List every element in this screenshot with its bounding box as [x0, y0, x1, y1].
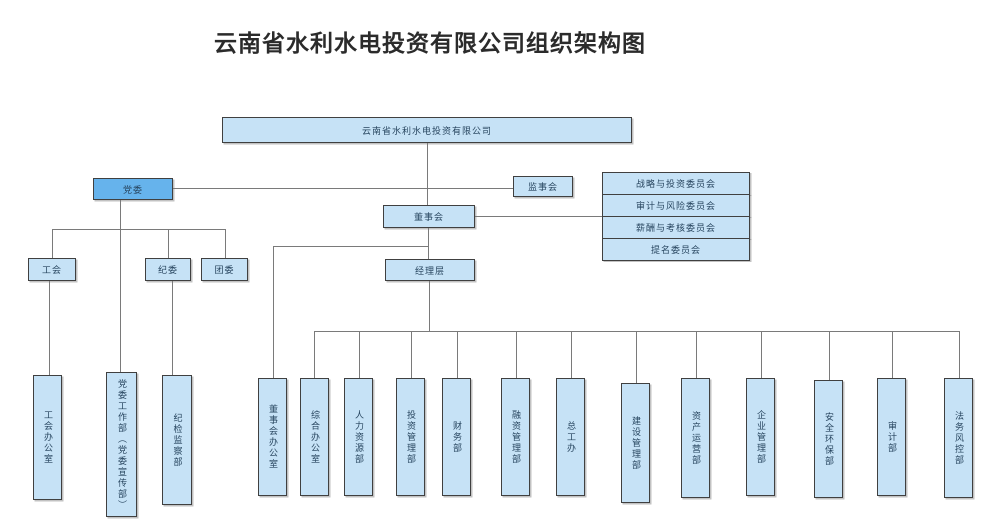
node-dept-financing-mgmt: 融资管理部 [501, 378, 530, 496]
node-committee-strategy-investment: 战略与投资委员会 [602, 172, 750, 195]
connector-drop-dept-2 [314, 331, 315, 378]
connector-drop-dept-13 [959, 331, 960, 378]
board-committee-stack: 战略与投资委员会 审计与风险委员会 薪酬与考核委员会 提名委员会 [602, 172, 750, 261]
connector-drop-union [52, 229, 53, 258]
connector-discipline-office [172, 281, 173, 375]
chart-title: 云南省水利水电投资有限公司组织架构图 [214, 30, 646, 56]
connector-board-office-v [273, 246, 274, 378]
node-dept-construction-mgmt: 建设管理部 [621, 383, 650, 503]
node-discipline-inspection-dept: 纪检监察部 [162, 375, 192, 505]
node-dept-investment-mgmt: 投资管理部 [396, 378, 425, 496]
node-board-of-directors: 董事会 [383, 205, 475, 228]
connector-party-supervisory [173, 188, 513, 189]
connector-party-children-bus [52, 229, 225, 230]
connector-drop-league [225, 229, 226, 258]
connector-drop-dept-8 [636, 331, 637, 383]
connector-drop-dept-5 [457, 331, 458, 378]
connector-party-down [120, 200, 121, 372]
node-committee-audit-risk: 审计与风险委员会 [602, 194, 750, 217]
connector-drop-dept-10 [761, 331, 762, 378]
connector-root-board [427, 143, 428, 205]
node-party-work-dept: 党委工作部（党委宣传部） [106, 372, 137, 517]
connector-drop-dept-9 [696, 331, 697, 378]
connector-board-committees [475, 216, 602, 217]
connector-drop-dept-12 [892, 331, 893, 378]
connector-drop-dept-3 [359, 331, 360, 378]
connector-drop-dept-7 [571, 331, 572, 378]
connector-drop-dept-4 [411, 331, 412, 378]
node-dept-human-resources: 人力资源部 [344, 378, 373, 496]
node-youth-league: 团委 [201, 258, 248, 281]
node-management-layer: 经理层 [385, 259, 475, 281]
node-dept-safety-environment: 安全环保部 [814, 380, 843, 498]
connector-drop-discipline [168, 229, 169, 258]
node-supervisory-board: 监事会 [513, 176, 573, 197]
connector-union-office [49, 281, 50, 375]
connector-board-office-h [273, 246, 428, 247]
node-dept-audit: 审计部 [877, 378, 906, 496]
connector-board-management [428, 228, 429, 259]
node-discipline-committee: 纪委 [145, 258, 191, 281]
node-root-company: 云南省水利水电投资有限公司 [222, 117, 632, 143]
node-dept-enterprise-mgmt: 企业管理部 [746, 378, 775, 496]
node-committee-remuneration: 薪酬与考核委员会 [602, 216, 750, 239]
connector-management-down [429, 281, 430, 331]
node-dept-chief-engineer-office: 总工办 [556, 378, 585, 496]
node-committee-nomination: 提名委员会 [602, 238, 750, 261]
node-dept-asset-operation: 资产运营部 [681, 378, 710, 498]
node-labor-union: 工会 [28, 258, 76, 281]
node-party-committee: 党委 [93, 178, 173, 200]
node-dept-legal-risk-control: 法务风控部 [944, 378, 973, 498]
node-union-office: 工会办公室 [33, 375, 62, 500]
node-dept-board-office: 董事会办公室 [258, 378, 287, 496]
connector-drop-dept-6 [516, 331, 517, 378]
node-dept-finance: 财务部 [442, 378, 471, 496]
node-dept-general-office: 综合办公室 [300, 378, 329, 496]
connector-drop-dept-11 [829, 331, 830, 380]
